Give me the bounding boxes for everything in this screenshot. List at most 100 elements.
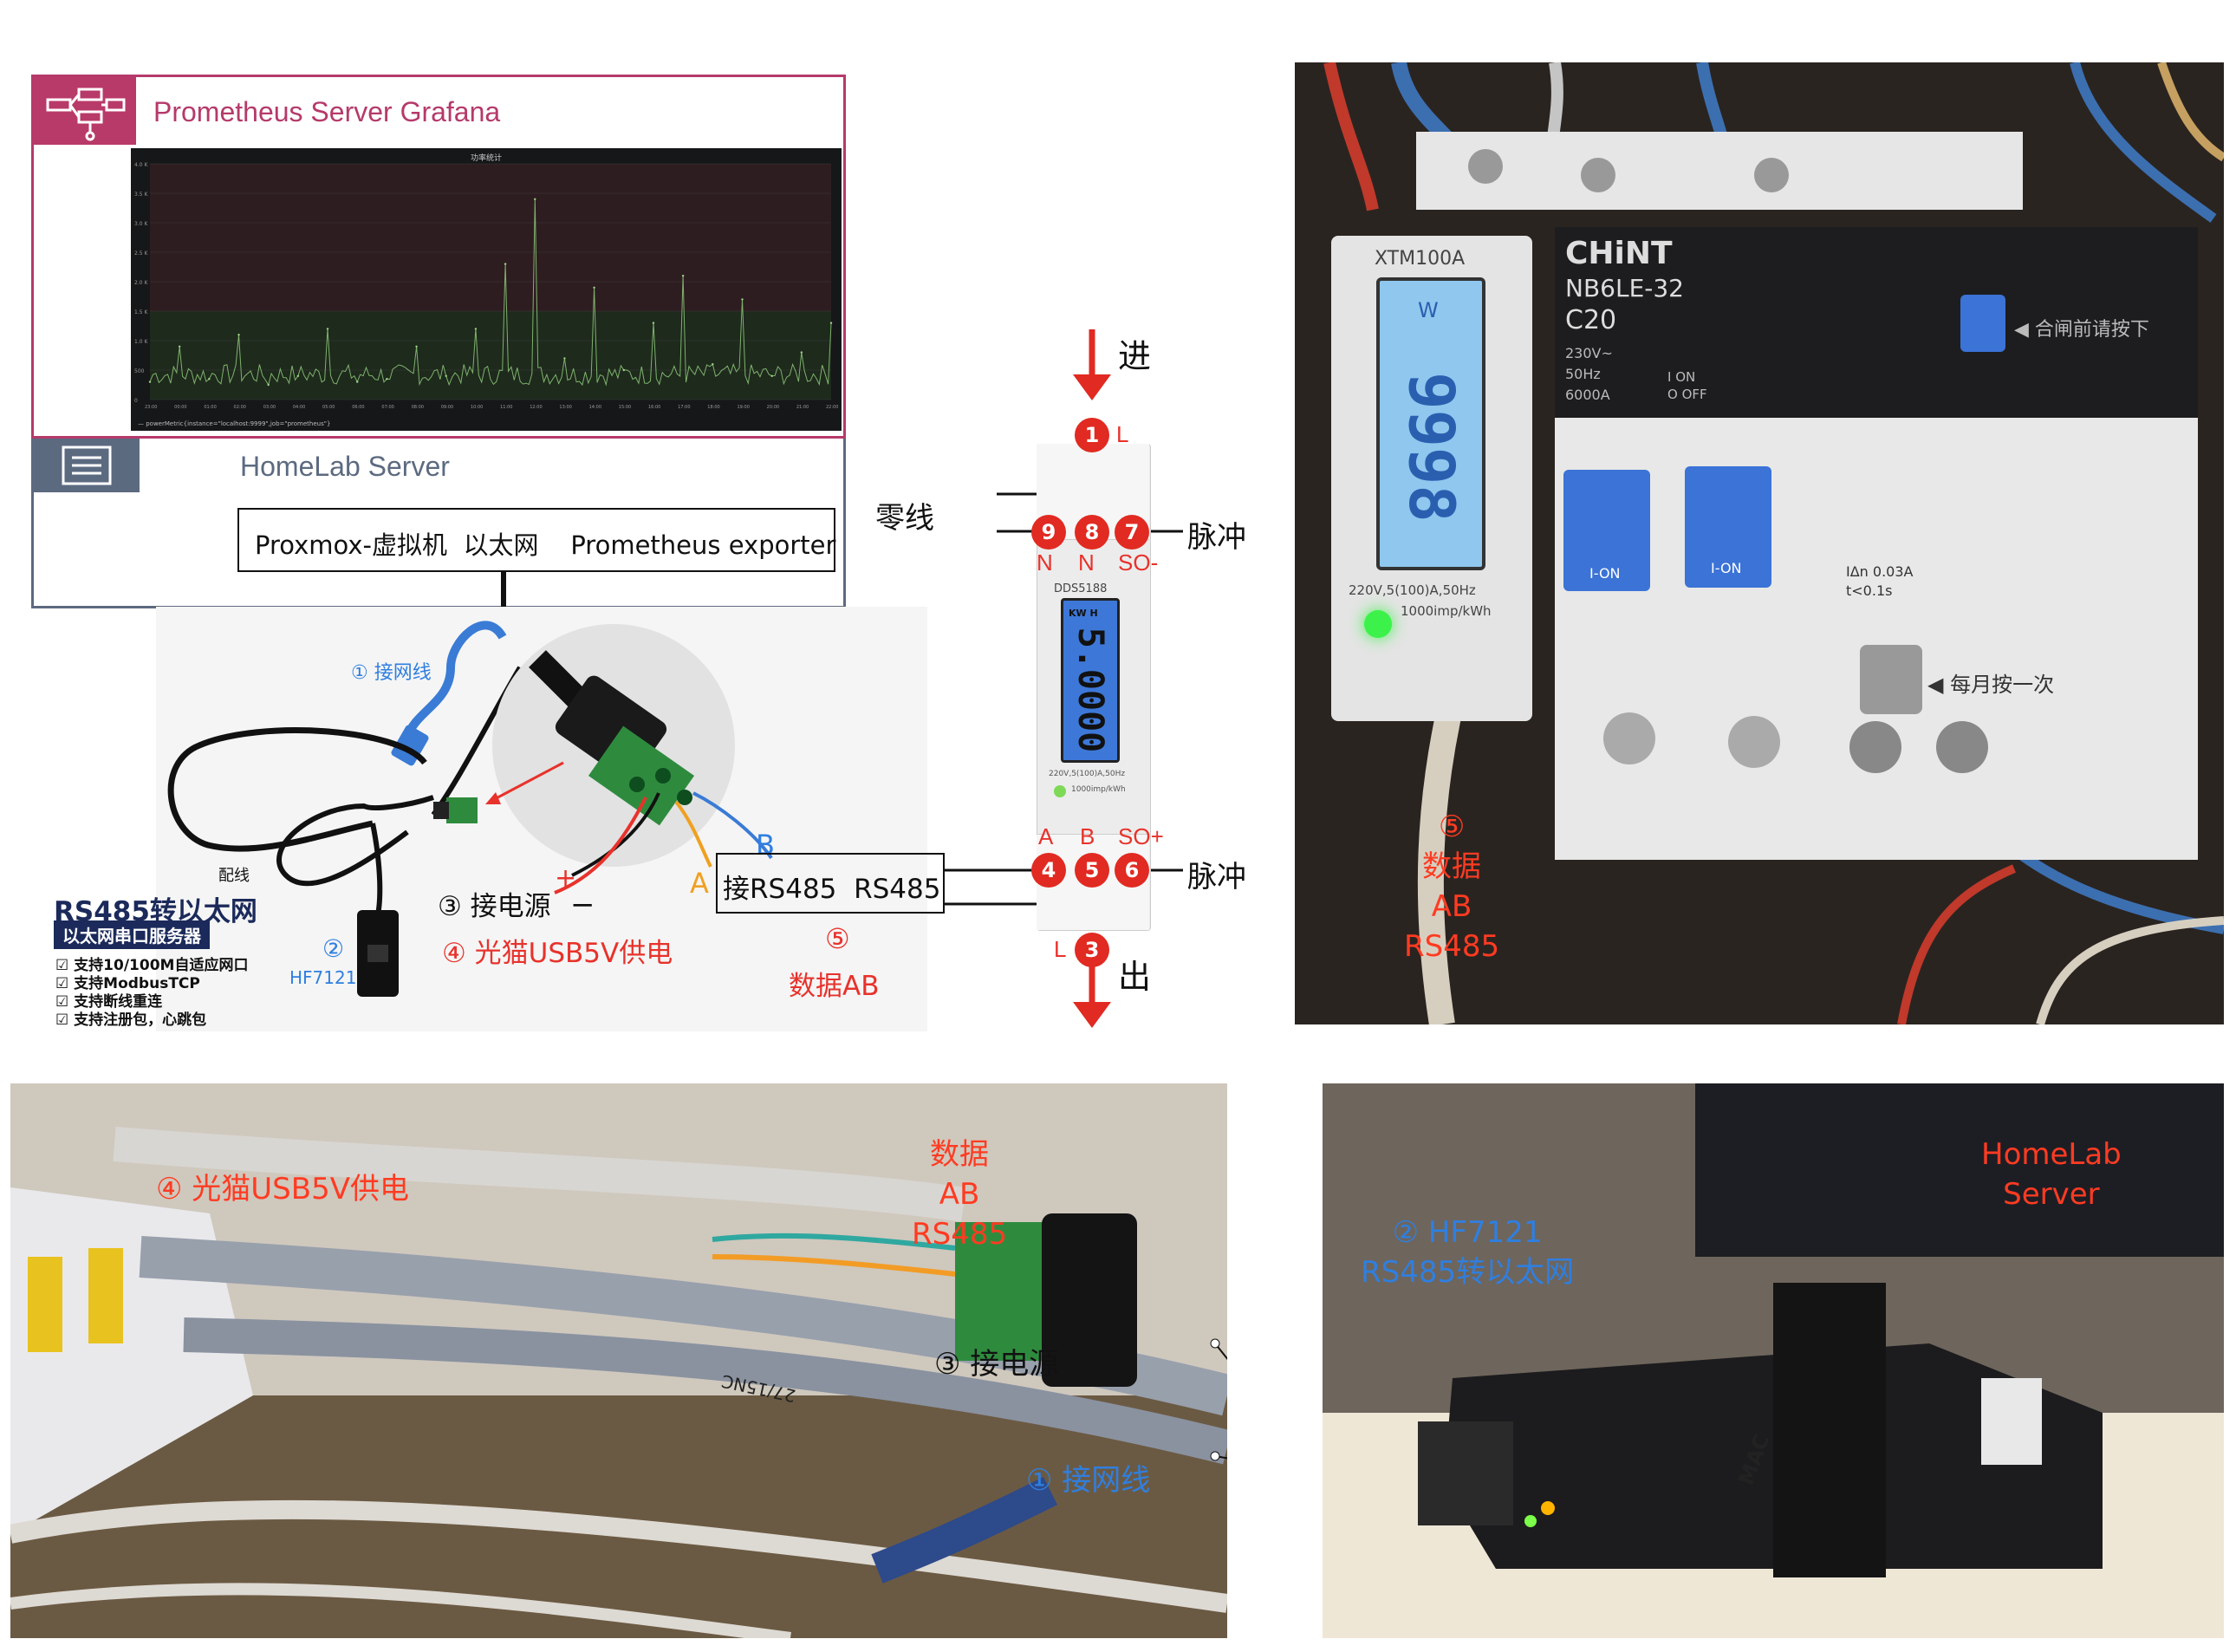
toggle-2-label: I-ON — [1711, 560, 1742, 576]
meter-reading: 5.0000 — [1070, 627, 1110, 753]
feature-list: ☑ 支持10/100M自适应网口 ☑ 支持ModbusTCP ☑ 支持断线重连 … — [55, 957, 248, 1030]
screw-icon — [1754, 158, 1789, 192]
server-title: HomeLab Server — [240, 451, 450, 482]
chart-data-point — [652, 322, 655, 324]
xtm-spec: 220V,5(100)A,50Hz — [1349, 582, 1476, 598]
chart-x-tick: 11:00 — [500, 405, 512, 410]
chart-x-tick: 21:00 — [796, 405, 809, 410]
note-homelab-server: HomeLab Server — [1981, 1137, 2122, 1212]
xtm-brand: XTM100A — [1375, 248, 1466, 270]
rs485-box-text: 接RS485 RS485 — [723, 874, 941, 905]
chart-x-tick: 01:00 — [204, 405, 216, 410]
chart-x-tick: 13:00 — [559, 405, 571, 410]
terminal-label-b: B — [1080, 823, 1095, 849]
chint-breaker: CHiNT NB6LE-32 C20 230V~ 50Hz 6000A I ON… — [1555, 227, 2198, 860]
ian-label: IΔn 0.03A — [1846, 563, 1914, 580]
chart-data-point — [296, 374, 300, 377]
label-neutral: 零线 — [875, 501, 934, 536]
chart-x-tick: 16:00 — [648, 405, 660, 410]
breaker-rating: C20 — [1565, 305, 1617, 335]
note-power: ③ 接电源 — [934, 1347, 1059, 1382]
product-subtitle: 以太网串口服务器 — [54, 920, 210, 949]
chart-data-point — [445, 374, 447, 377]
grafana-logo-box — [34, 77, 136, 145]
chart-data-point — [800, 351, 803, 354]
monthly-test-button[interactable] — [1860, 645, 1922, 714]
terminal-label-n2: N — [1078, 550, 1095, 576]
terminal-5: 5 — [1075, 853, 1109, 888]
chart-x-tick: 10:00 — [471, 405, 483, 410]
terminal-8: 8 — [1075, 515, 1109, 550]
chart-y-tick: 1.5 K — [134, 309, 148, 315]
meter-spec: 220V,5(100)A,50Hz — [1049, 770, 1126, 778]
screw-icon — [1581, 158, 1615, 192]
chart-data-point — [356, 380, 359, 383]
server-box-text: Proxmox-虚拟机 以太网 Prometheus exporter — [255, 530, 836, 560]
terminal-9: 9 — [1031, 515, 1066, 550]
feature-item: ☑ 支持断线重连 — [55, 993, 163, 1011]
chart-x-tick: 04:00 — [293, 405, 305, 410]
server-box: Proxmox-虚拟机 以太网 Prometheus exporter — [237, 508, 835, 572]
panel-note-data: ⑤ 数据 AB RS485 — [1404, 810, 1500, 964]
label-power: ③ 接电源 — [438, 891, 551, 922]
label-hf7121-number: ② — [322, 934, 345, 963]
plus-sign: + — [555, 863, 577, 894]
terminal-label-so-minus: SO- — [1118, 550, 1159, 576]
chart-y-tick: 2.0 K — [134, 280, 148, 286]
terminal-rail — [1416, 132, 2023, 210]
label-in: 进 — [1118, 337, 1152, 375]
chart-x-tick: 23:00 — [145, 405, 157, 410]
chart-normal-area — [150, 311, 831, 400]
minus-sign: − — [570, 888, 595, 922]
breaker-brand: CHiNT — [1565, 236, 1673, 271]
screw-icon — [1603, 712, 1655, 764]
server-icon-box — [34, 439, 140, 492]
chart-y-tick: 3.0 K — [134, 221, 148, 227]
chart-data-point — [267, 383, 270, 387]
label-hf7121-name: HF7121 — [289, 967, 357, 988]
chart-threshold-area — [150, 164, 831, 311]
hf7121-photo-scene — [1323, 1083, 2224, 1638]
chart-y-tick: 1.0 K — [134, 339, 148, 345]
terminal-4: 4 — [1031, 853, 1066, 888]
terminal-3: 3 — [1075, 933, 1109, 967]
terminal-label-so-plus: SO+ — [1118, 823, 1164, 849]
breaker-off-label: O OFF — [1667, 387, 1707, 402]
chart-data-point — [504, 263, 507, 265]
chart-data-point — [386, 378, 388, 380]
chart-x-tick: 05:00 — [322, 405, 335, 410]
terminal-label-a: A — [1038, 823, 1054, 849]
chart-x-tick: 17:00 — [678, 405, 690, 410]
terminal-label-l-out: L — [1054, 936, 1067, 962]
chart-data-point — [622, 368, 625, 372]
xtm-led — [1364, 610, 1392, 638]
hint-press: ◀ 合闸前请按下 — [2014, 319, 2149, 341]
chart-data-point — [534, 198, 536, 200]
chart-x-tick: 19:00 — [737, 405, 749, 410]
chart-y-tick: 500 — [134, 368, 145, 374]
chart-x-tick: 15:00 — [619, 405, 631, 410]
terminal-7: 7 — [1115, 515, 1149, 550]
screw-icon — [1728, 716, 1780, 768]
chart-data-point — [593, 286, 595, 289]
chart-data-point — [474, 328, 478, 330]
prometheus-server-icon — [46, 88, 126, 141]
chart-x-tick: 20:00 — [767, 405, 779, 410]
wire-a-label: A — [690, 867, 709, 900]
chart-data-point — [208, 378, 211, 380]
label-pulse-top: 脉冲 — [1187, 520, 1246, 555]
breaker-model: NB6LE-32 — [1565, 274, 1684, 302]
chart-x-tick: 02:00 — [234, 405, 246, 410]
toggle-1[interactable] — [1563, 470, 1650, 591]
meter-unit: KW H — [1069, 608, 1098, 619]
router-photo-scene — [10, 1083, 1227, 1638]
meter-imp: 1000imp/kWh — [1071, 785, 1126, 794]
note-data-rs485: 数据 AB RS485 — [912, 1137, 1008, 1252]
feature-item: ☑ 支持ModbusTCP — [55, 975, 200, 992]
breaker-top-panel — [1555, 227, 2198, 418]
server-document-icon — [62, 446, 112, 485]
toggle-2[interactable] — [1685, 466, 1771, 588]
test-button-blue[interactable] — [1960, 295, 2005, 352]
label-data-ab: 数据AB — [789, 971, 880, 1002]
panel-photo: XTM100A W 9998 220V,5(100)A,50Hz 1000imp… — [1295, 62, 2224, 1024]
